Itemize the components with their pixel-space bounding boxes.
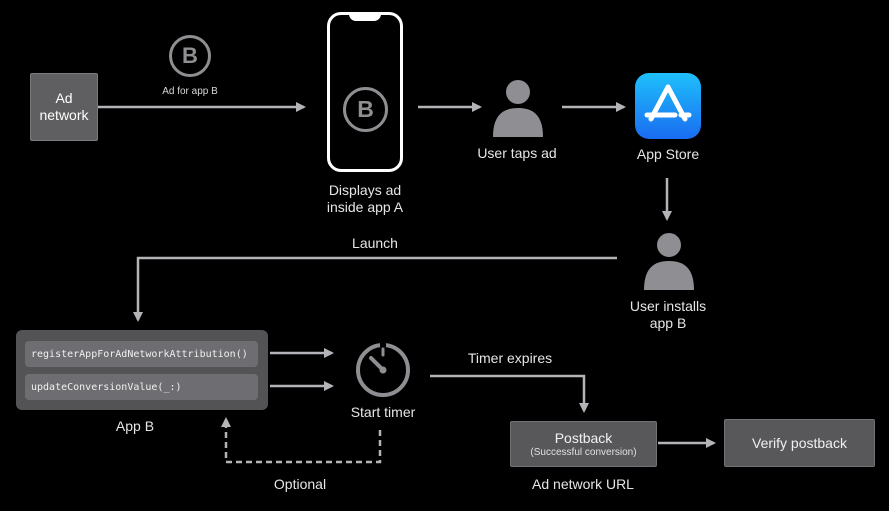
phone-caption: Displays ad inside app A: [300, 182, 430, 216]
circled-b-icon: B: [169, 35, 211, 77]
timer-icon: [356, 343, 410, 397]
ad-for-app-b-label: Ad for app B: [162, 86, 218, 97]
ad-network-label-line1: Ad: [55, 90, 73, 106]
phone-notch: [349, 12, 381, 21]
postback-subtitle: (Successful conversion): [530, 446, 637, 458]
verify-postback-box: Verify postback: [724, 419, 875, 467]
person-icon: [644, 233, 694, 290]
postback-title: Postback: [554, 429, 613, 446]
person-icon: [493, 80, 543, 137]
app-store-glyph: [644, 84, 692, 122]
launch-label: Launch: [352, 235, 398, 251]
timer-expires-label: Timer expires: [467, 350, 553, 366]
user-installs-label: User installs app B: [610, 298, 726, 332]
arrow-launch: [133, 256, 617, 322]
ad-network-box: Ad network: [30, 73, 98, 141]
update-conversion-method: updateConversionValue(_:): [25, 374, 258, 400]
phone-caption-line2: inside app A: [326, 199, 404, 215]
ad-network-url-label: Ad network URL: [532, 476, 634, 492]
app-store-icon: [635, 73, 701, 139]
register-app-method: registerAppForAdNetworkAttribution(): [25, 341, 258, 367]
phone-badge-letter: B: [357, 96, 374, 122]
optional-label: Optional: [273, 476, 327, 492]
user-installs-line1: User installs: [629, 298, 707, 314]
postback-box: Postback (Successful conversion): [510, 421, 657, 467]
badge-letter: B: [182, 43, 198, 68]
user-taps-ad-label: User taps ad: [477, 145, 557, 161]
circled-b-icon: B: [343, 87, 388, 132]
app-b-label: App B: [115, 418, 155, 434]
verify-postback-label: Verify postback: [752, 435, 847, 451]
arrow-timer-expires: [430, 374, 589, 413]
phone-caption-line1: Displays ad: [328, 182, 402, 198]
user-installs-line2: app B: [649, 315, 687, 331]
app-b-box: registerAppForAdNetworkAttribution() upd…: [16, 330, 268, 410]
arrow-optional-loop: [221, 417, 382, 464]
phone-icon: B: [327, 12, 403, 172]
ad-network-label-line2: network: [39, 107, 89, 123]
app-store-label: App Store: [636, 146, 700, 162]
start-timer-label: Start timer: [350, 404, 416, 420]
